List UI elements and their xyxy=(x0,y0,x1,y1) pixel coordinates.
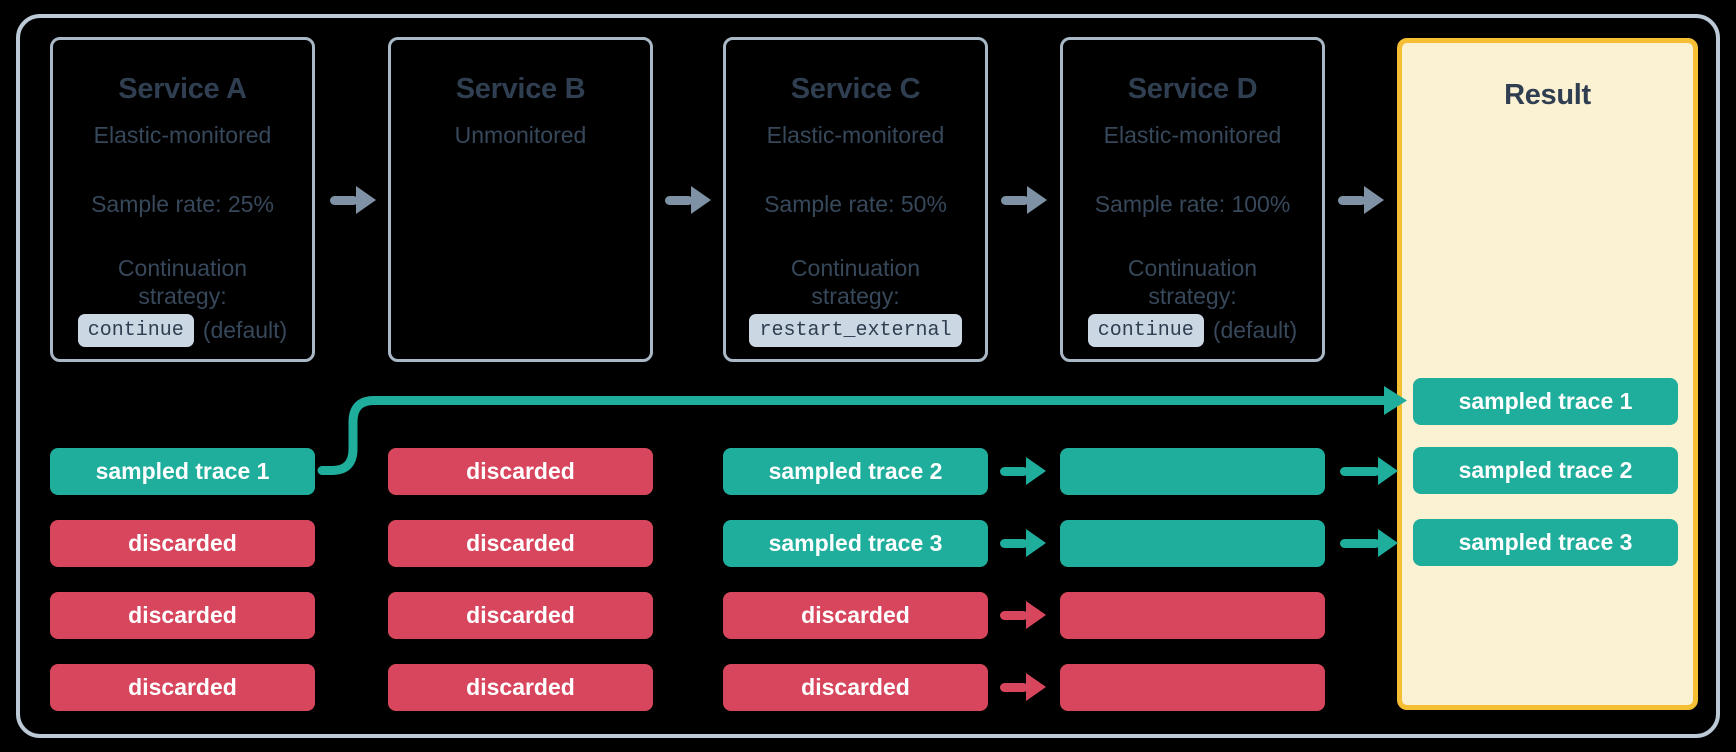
trace-box-a1: sampled trace 1 xyxy=(50,448,315,495)
trace-box-c2: sampled trace 3 xyxy=(723,520,988,567)
trace-box-d4 xyxy=(1060,664,1325,711)
trace-box-a3: discarded xyxy=(50,592,315,639)
panel-monitoring: Elastic-monitored xyxy=(93,122,272,148)
result-title: Result xyxy=(1504,79,1591,111)
trace-arrow-d1-result xyxy=(1340,457,1398,485)
trace-label: discarded xyxy=(128,530,237,556)
panel-title: Service C xyxy=(790,73,921,105)
strategy-chip: continue xyxy=(77,314,194,347)
panel-continuation-label: Continuation strategy: xyxy=(117,255,248,309)
trace-box-b1: discarded xyxy=(388,448,653,495)
panel-monitoring: Elastic-monitored xyxy=(766,122,945,148)
service-d-panel: Service D Elastic-monitored Sample rate:… xyxy=(1060,37,1325,362)
trace-label: sampled trace 1 xyxy=(1458,388,1633,414)
trace-box-c1: sampled trace 2 xyxy=(723,448,988,495)
trace-label: discarded xyxy=(801,602,910,628)
trace-box-d1 xyxy=(1060,448,1325,495)
trace-label: sampled trace 2 xyxy=(768,458,943,484)
service-b-panel: Service B Unmonitored xyxy=(388,37,653,362)
strategy-chip: continue xyxy=(1087,314,1204,347)
strategy-default-suffix: (default) xyxy=(202,317,288,343)
trace-box-a2: discarded xyxy=(50,520,315,567)
flow-arrow-a-to-b xyxy=(330,186,376,214)
trace-label: sampled trace 1 xyxy=(95,458,270,484)
panel-continuation-label: Continuation strategy: xyxy=(790,255,921,309)
arrow-head-icon xyxy=(1364,186,1384,214)
trace-box-b4: discarded xyxy=(388,664,653,711)
trace-arrow-d2-result xyxy=(1340,529,1398,557)
panel-monitoring: Elastic-monitored xyxy=(1103,122,1282,148)
trace-label: sampled trace 3 xyxy=(1458,529,1633,555)
arrow-head-icon xyxy=(1026,673,1046,701)
arrow-head-icon xyxy=(1026,601,1046,629)
trace-label: sampled trace 2 xyxy=(1458,457,1633,483)
outer-frame xyxy=(16,14,1720,738)
flow-arrow-b-to-c xyxy=(665,186,711,214)
trace-arrow-c2-d2 xyxy=(1000,529,1046,557)
trace-label: discarded xyxy=(466,602,575,628)
trace-label: discarded xyxy=(466,530,575,556)
panel-title: Service B xyxy=(455,73,586,105)
service-c-panel: Service C Elastic-monitored Sample rate:… xyxy=(723,37,988,362)
trace-box-c3: discarded xyxy=(723,592,988,639)
arrow-head-icon xyxy=(1378,457,1398,485)
trace-label: discarded xyxy=(128,602,237,628)
result-panel: Result xyxy=(1397,38,1698,710)
panel-sample-rate: Sample rate: 25% xyxy=(91,191,274,217)
arrow-head-icon xyxy=(1378,529,1398,557)
panel-sample-rate: Sample rate: 50% xyxy=(764,191,947,217)
panel-strategy-row: continue (default) xyxy=(53,314,312,347)
trace-box-c4: discarded xyxy=(723,664,988,711)
trace-label: discarded xyxy=(801,674,910,700)
trace-box-d2 xyxy=(1060,520,1325,567)
arrow-head-icon xyxy=(691,186,711,214)
panel-strategy-row: restart_external xyxy=(726,314,985,347)
arrow-head-icon xyxy=(1027,186,1047,214)
trace-arrow-c4-d4 xyxy=(1000,673,1046,701)
arrow-head-icon xyxy=(1026,529,1046,557)
panel-sample-rate: Sample rate: 100% xyxy=(1094,191,1291,217)
panel-title: Service A xyxy=(118,73,247,105)
flow-arrow-c-to-d xyxy=(1001,186,1047,214)
arrow-head-icon xyxy=(1026,457,1046,485)
trace-arrow-c3-d3 xyxy=(1000,601,1046,629)
result-trace-box-3: sampled trace 3 xyxy=(1413,519,1678,566)
strategy-chip: restart_external xyxy=(749,314,962,347)
trace-box-a4: discarded xyxy=(50,664,315,711)
strategy-default-suffix: (default) xyxy=(1212,317,1298,343)
trace-label: discarded xyxy=(466,458,575,484)
trace-box-d3 xyxy=(1060,592,1325,639)
panel-strategy-row: continue (default) xyxy=(1063,314,1322,347)
arrow-head-icon xyxy=(356,186,376,214)
trace-label: sampled trace 3 xyxy=(768,530,943,556)
trace-label: discarded xyxy=(128,674,237,700)
result-trace-box-2: sampled trace 2 xyxy=(1413,447,1678,494)
panel-continuation-label: Continuation strategy: xyxy=(1127,255,1258,309)
panel-monitoring: Unmonitored xyxy=(454,122,587,148)
trace-box-b2: discarded xyxy=(388,520,653,567)
service-a-panel: Service A Elastic-monitored Sample rate:… xyxy=(50,37,315,362)
result-trace-box-1: sampled trace 1 xyxy=(1413,378,1678,425)
trace-arrow-c1-d1 xyxy=(1000,457,1046,485)
panel-title: Service D xyxy=(1127,73,1258,105)
trace-label: discarded xyxy=(466,674,575,700)
trace-box-b3: discarded xyxy=(388,592,653,639)
flow-arrow-d-to-result xyxy=(1338,186,1384,214)
